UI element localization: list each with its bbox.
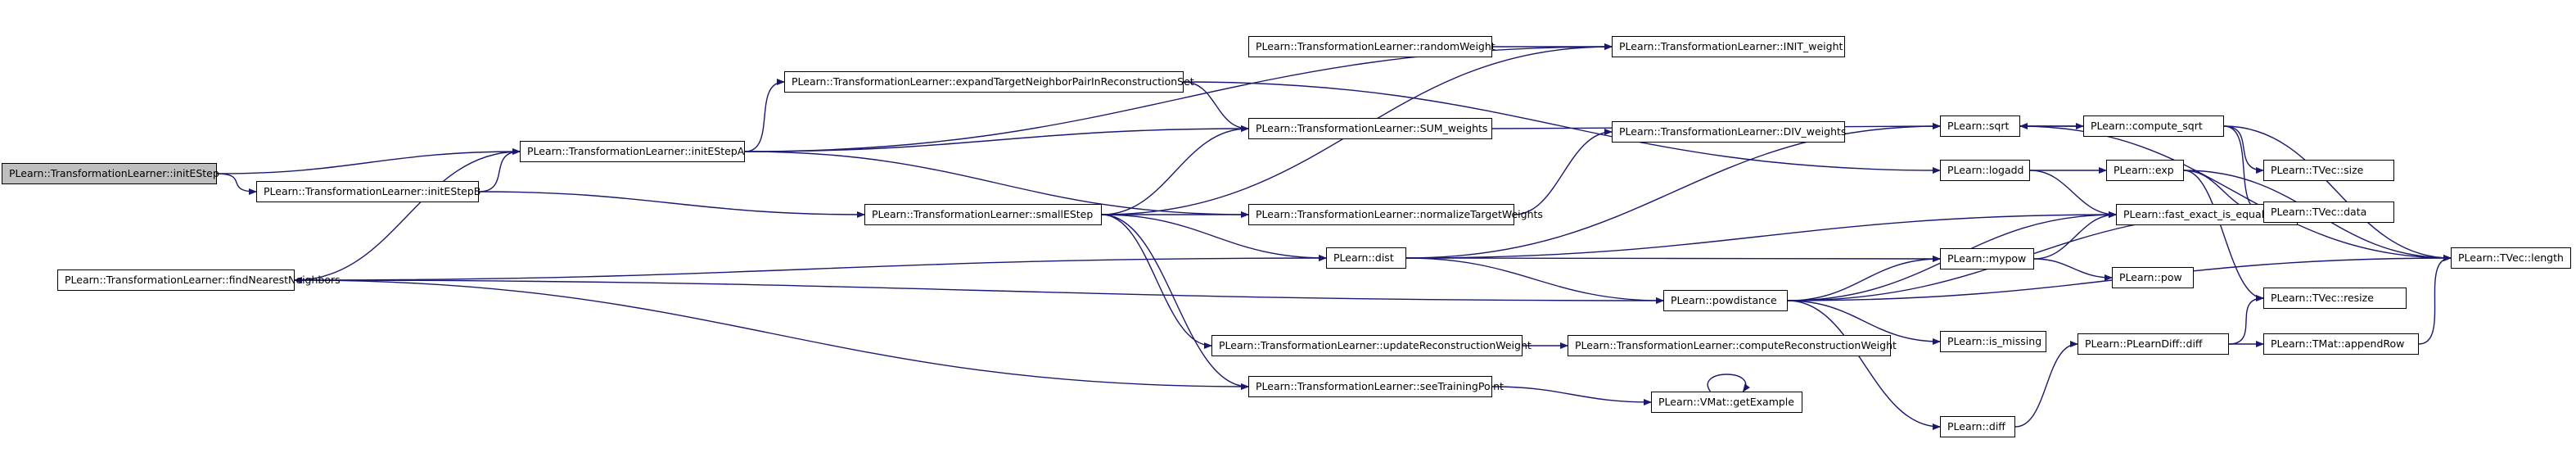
- call-edge: [294, 151, 521, 283]
- call-edge: [1101, 125, 1249, 215]
- call-edge: [744, 125, 1249, 152]
- call-edge: [294, 279, 1249, 390]
- call-edge: [1707, 374, 1750, 392]
- edge-layer: [216, 43, 2452, 430]
- node-sqrt[interactable]: PLearn::sqrt: [1940, 115, 2020, 137]
- call-edge: [744, 151, 1249, 218]
- call-edge: [1101, 214, 1249, 390]
- call-edge: [478, 191, 865, 218]
- call-edge: [216, 148, 521, 174]
- call-edge: [1405, 211, 2117, 259]
- node-sum-weights[interactable]: PLearn::TransformationLearner::SUM_weigh…: [1248, 118, 1492, 139]
- node-mypow[interactable]: PLearn::mypow: [1940, 248, 2034, 269]
- node-random-weight[interactable]: PLearn::TransformationLearner::randomWei…: [1248, 36, 1496, 57]
- node-normalize-target-weights[interactable]: PLearn::TransformationLearner::normalize…: [1248, 204, 1543, 225]
- node-expand-target-neighbor-pair[interactable]: PLearn::TransformationLearner::expandTar…: [784, 71, 1194, 93]
- node-is-missing[interactable]: PLearn::is_missing: [1940, 331, 2046, 352]
- node-tvec-resize[interactable]: PLearn::TVec::resize: [2263, 288, 2407, 309]
- call-edge: [2223, 125, 2452, 261]
- node-init-weight[interactable]: PLearn::TransformationLearner::INIT_weig…: [1612, 36, 1845, 57]
- call-edge: [2033, 258, 2113, 281]
- call-edge: [1787, 300, 1941, 430]
- node-tvec-data[interactable]: PLearn::TVec::data: [2263, 202, 2394, 223]
- node-vmat-get-example[interactable]: PLearn::VMat::getExample: [1651, 392, 1802, 413]
- node-see-training-point[interactable]: PLearn::TransformationLearner::seeTraini…: [1248, 376, 1504, 397]
- call-edge: [1787, 300, 1941, 345]
- node-find-nearest-neighbors[interactable]: PLearn::TransformationLearner::findNeare…: [57, 269, 341, 291]
- call-edge: [1405, 257, 1664, 304]
- call-edge: [1405, 255, 1941, 262]
- call-edge: [2418, 255, 2452, 345]
- node-pow[interactable]: PLearn::pow: [2112, 267, 2194, 288]
- call-edge: [294, 279, 1664, 304]
- call-edge: [1101, 214, 1212, 349]
- call-edge: [1787, 256, 1941, 301]
- call-edge: [2223, 125, 2264, 174]
- call-edge: [2033, 211, 2117, 260]
- call-edge: [1514, 129, 1613, 215]
- call-edge: [2183, 170, 2264, 301]
- node-compute-reconstruction-weight[interactable]: PLearn::TransformationLearner::computeRe…: [1568, 335, 1897, 356]
- node-update-reconstruction-weight[interactable]: PLearn::TransformationLearner::updateRec…: [1211, 335, 1532, 356]
- call-edge: [2014, 341, 2078, 428]
- node-init-e-step-b[interactable]: PLearn::TransformationLearner::initEStep…: [256, 181, 480, 202]
- call-edge: [216, 173, 257, 195]
- node-div-weights[interactable]: PLearn::TransformationLearner::DIV_weigh…: [1612, 121, 1846, 143]
- node-compute-sqrt[interactable]: PLearn::compute_sqrt: [2083, 115, 2224, 137]
- node-small-e-step[interactable]: PLearn::TransformationLearner::smallESte…: [864, 204, 1102, 225]
- node-tmat-append-row[interactable]: PLearn::TMat::appendRow: [2263, 333, 2419, 355]
- call-edge: [478, 148, 521, 192]
- call-edge: [2029, 170, 2117, 218]
- node-tvec-size[interactable]: PLearn::TVec::size: [2263, 160, 2394, 181]
- call-edge: [2228, 295, 2264, 345]
- node-plearn-diff-diff[interactable]: PLearn::PLearnDiff::diff: [2077, 333, 2229, 355]
- node-exp[interactable]: PLearn::exp: [2106, 160, 2184, 181]
- node-init-e-step: PLearn::TransformationLearner::initEStep: [2, 163, 219, 184]
- node-dist[interactable]: PLearn::dist: [1326, 247, 1406, 269]
- call-edge: [1183, 81, 1249, 132]
- node-powdistance[interactable]: PLearn::powdistance: [1663, 290, 1788, 311]
- node-tvec-length[interactable]: PLearn::TVec::length: [2451, 247, 2571, 269]
- node-logadd[interactable]: PLearn::logadd: [1940, 160, 2030, 181]
- call-edge: [1491, 386, 1652, 405]
- call-edge: [1405, 123, 1941, 259]
- node-diff[interactable]: PLearn::diff: [1940, 416, 2015, 437]
- call-edge: [1183, 81, 1941, 174]
- call-edge: [744, 79, 785, 152]
- call-edge: [294, 255, 1327, 281]
- call-edge: [1101, 214, 1327, 261]
- call-edge: [2223, 125, 2264, 215]
- call-edge: [2019, 125, 2452, 261]
- node-init-e-step-a[interactable]: PLearn::TransformationLearner::initEStep…: [520, 141, 745, 162]
